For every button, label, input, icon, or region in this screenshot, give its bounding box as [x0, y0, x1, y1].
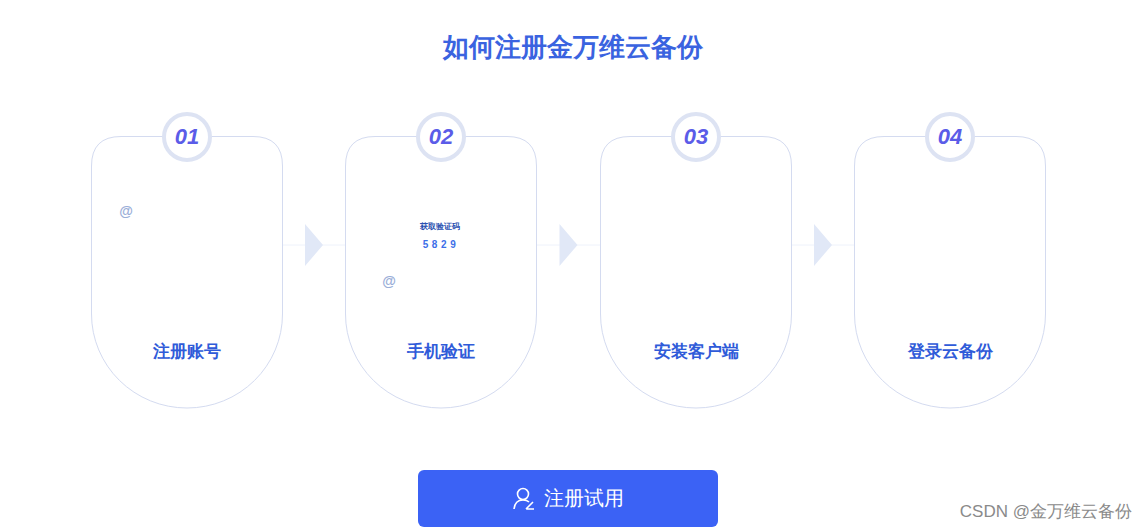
step-card: 手机验证02	[345, 136, 537, 409]
step-badge: 01	[162, 112, 212, 162]
button-label: 注册试用	[544, 485, 624, 512]
register-button: 注册试用	[418, 470, 718, 527]
step-arrow	[792, 224, 854, 266]
phone-text: 5829	[423, 239, 460, 250]
diagram-title: 如何注册金万维云备份	[0, 30, 1146, 65]
step-arrow	[283, 224, 345, 266]
step-badge: 03	[671, 112, 721, 162]
card-outline	[91, 136, 283, 409]
step-label: 安装客户端	[600, 340, 792, 363]
user-icon	[512, 487, 536, 511]
step-number: 01	[162, 112, 212, 162]
step-label: 注册账号	[91, 340, 283, 363]
step-badge: 04	[925, 112, 975, 162]
step-card: 登录云备份04	[854, 136, 1046, 409]
step-number: 03	[671, 112, 721, 162]
step-card: 注册账号01	[91, 136, 283, 409]
step-card: 安装客户端03	[600, 136, 792, 409]
step-arrow	[537, 224, 600, 266]
watermark: CSDN @金万维云备份	[960, 500, 1132, 523]
step-number: 04	[925, 112, 975, 162]
phone-text: 获取验证码	[420, 221, 460, 232]
step-label: 登录云备份	[854, 340, 1046, 363]
card-outline	[854, 136, 1046, 409]
card-outline	[345, 136, 537, 409]
step-label: 手机验证	[345, 340, 537, 363]
at-symbol: @	[119, 203, 133, 219]
at-symbol: @	[382, 273, 396, 289]
step-number: 02	[416, 112, 466, 162]
card-outline	[600, 136, 792, 409]
step-badge: 02	[416, 112, 466, 162]
